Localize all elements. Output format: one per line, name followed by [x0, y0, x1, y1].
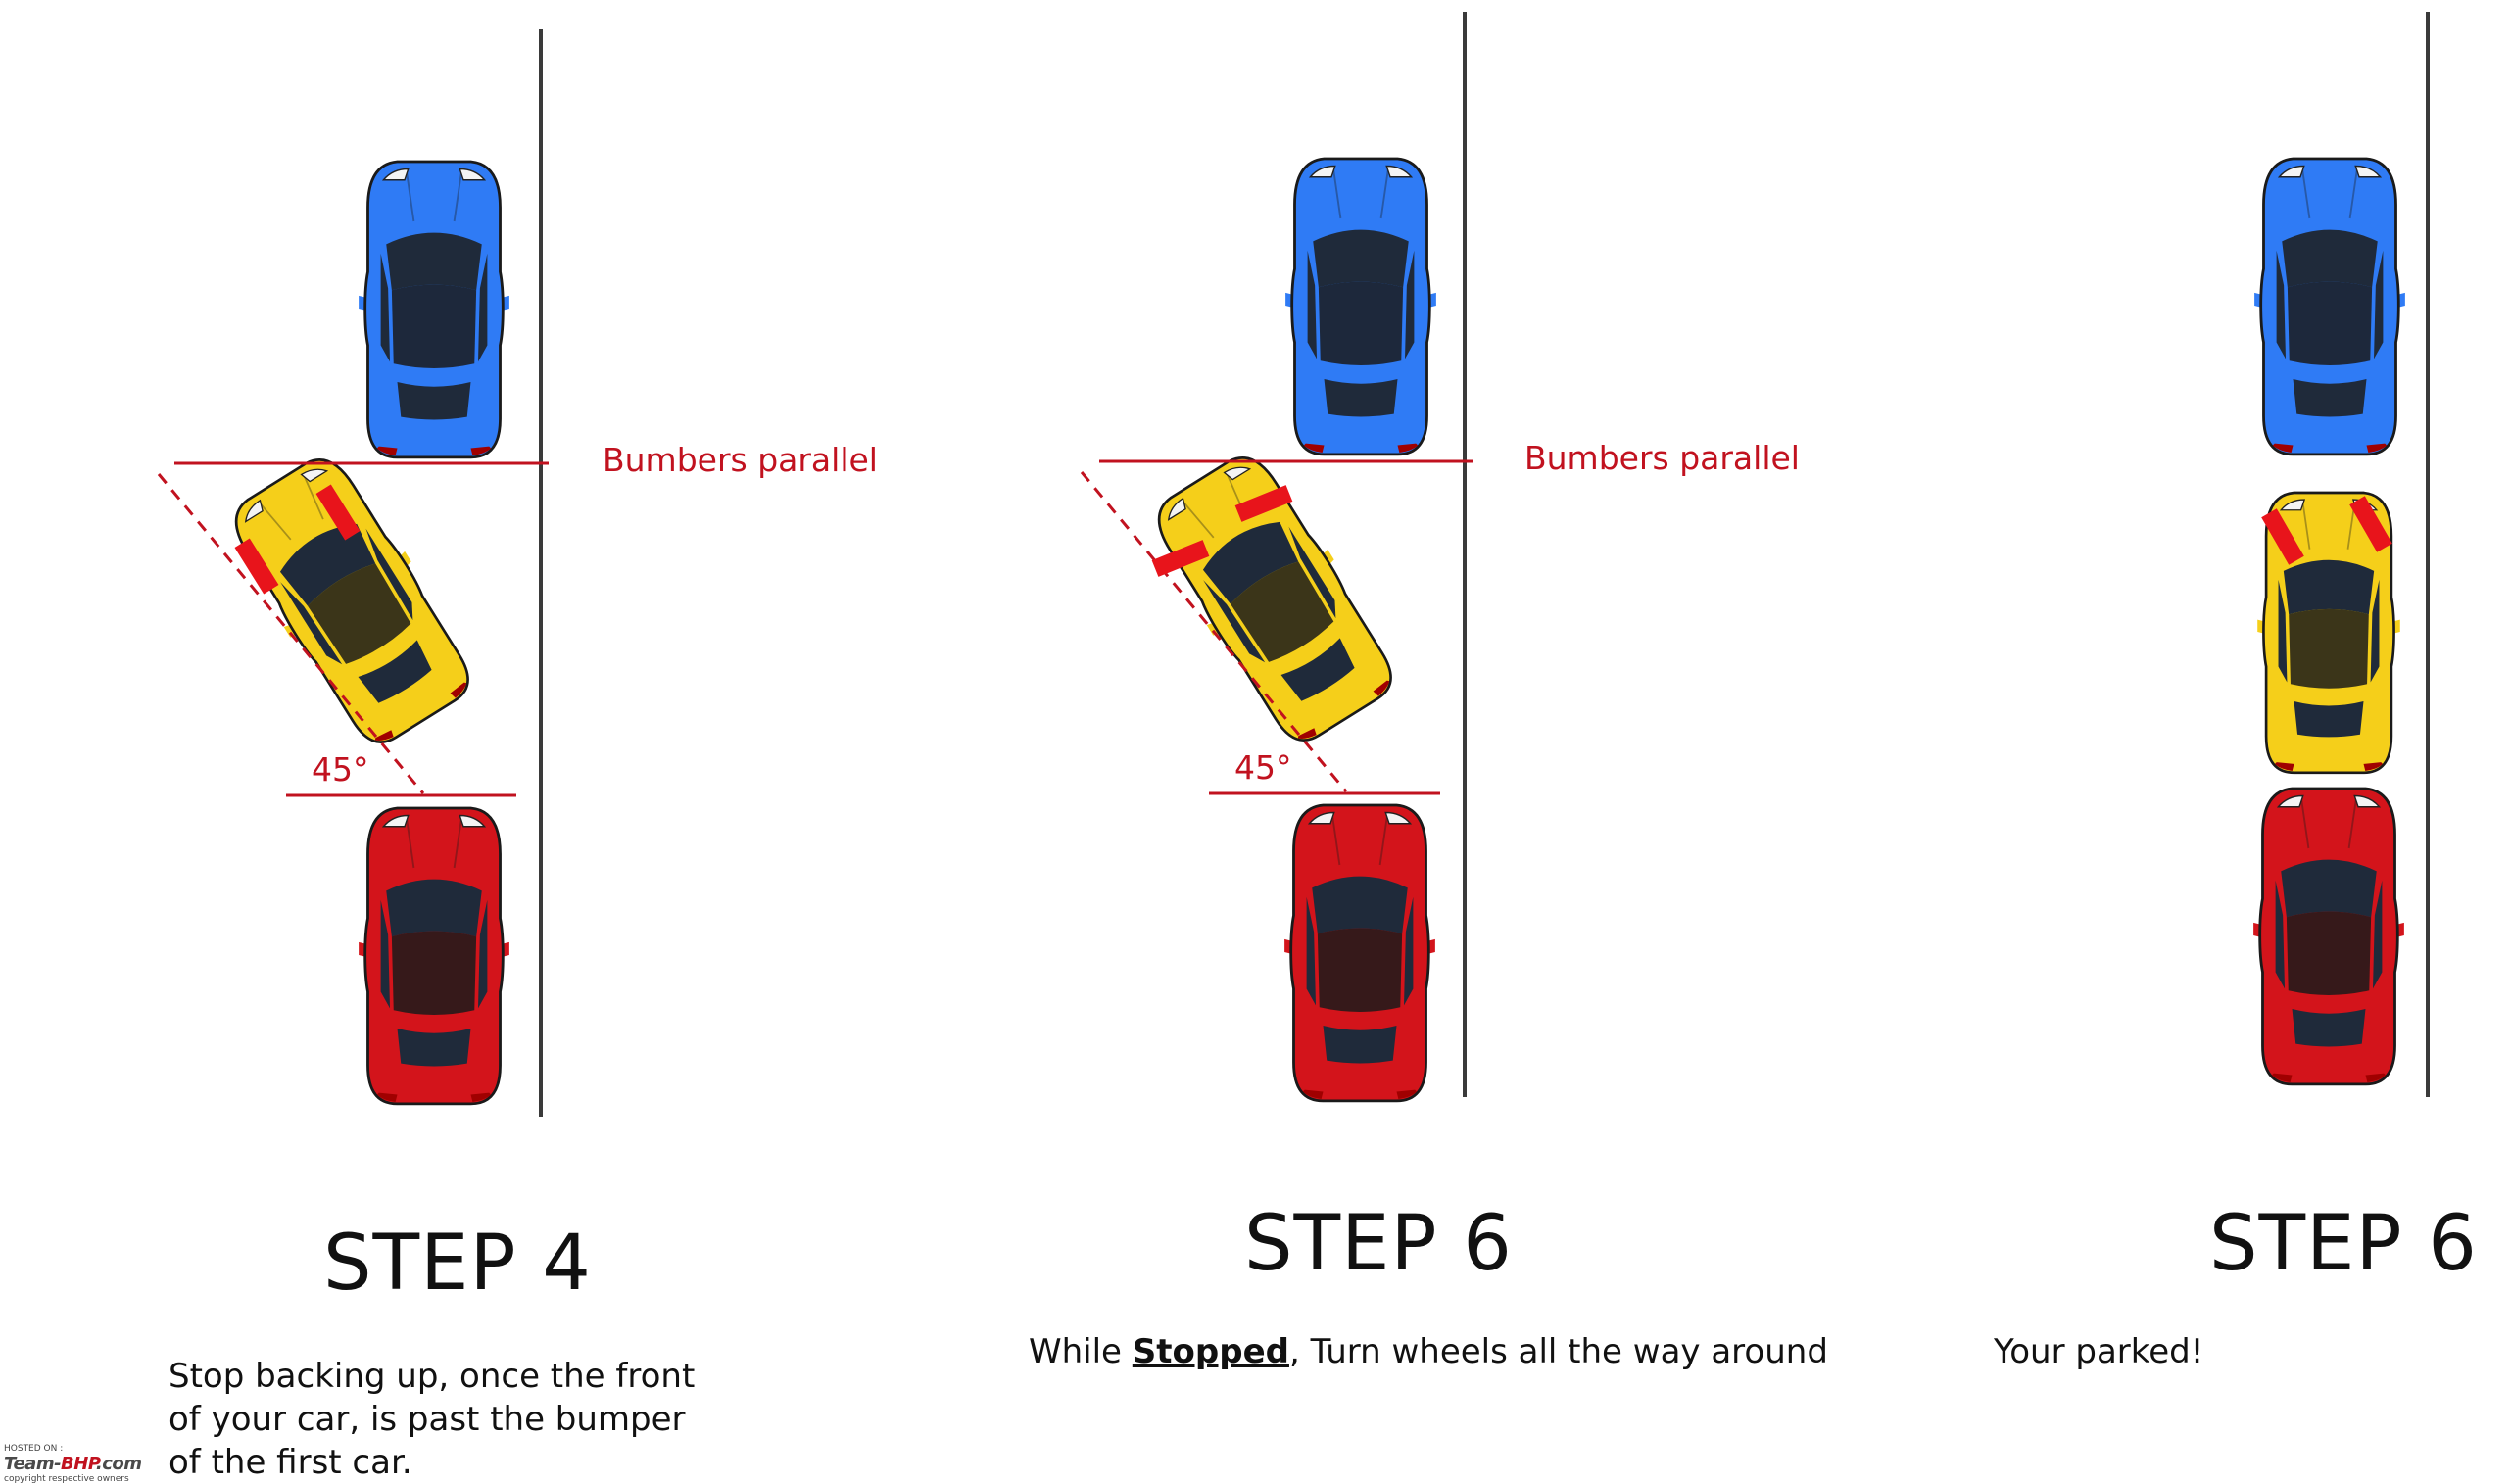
description-emphasis: Stopped [1132, 1332, 1289, 1371]
step-title: STEP 4 [323, 1220, 592, 1308]
blue-car [2252, 157, 2407, 456]
step-description: Your parked! [1994, 1332, 2204, 1371]
blue-car [357, 160, 511, 459]
watermark-copyright: copyright respective owners [4, 1474, 129, 1484]
angle-label: 45° [1234, 748, 1292, 787]
wheel-turn-marker [1234, 485, 1293, 522]
angle-guide-line [157, 473, 425, 794]
angle-label: 45° [312, 750, 369, 789]
description-suffix: , Turn wheels all the way around [1288, 1332, 1828, 1371]
hosted-watermark: HOSTED ON : Team-BHP.com copyright respe… [4, 1444, 142, 1484]
red-car [357, 806, 511, 1106]
step-description: Stop backing up, once the front of your … [169, 1357, 696, 1482]
description-prefix: While [1029, 1332, 1133, 1371]
wheel-turn-marker [315, 484, 361, 541]
wheel-turn-marker [234, 538, 279, 595]
blue-car [1283, 157, 1438, 456]
watermark-hosted-text: HOSTED ON : [4, 1444, 64, 1454]
watermark-brand: Team-BHP.com [4, 1454, 142, 1474]
wheel-turn-marker [2261, 508, 2304, 565]
wheel-turn-marker [2349, 496, 2392, 552]
yellow-car [1137, 440, 1411, 756]
bumpers-parallel-label: Bumbers parallel [603, 441, 878, 479]
angle-guide-line [1080, 471, 1348, 792]
step-title: STEP 6 [2209, 1200, 2478, 1288]
red-car [2251, 787, 2406, 1086]
yellow-car [215, 442, 488, 758]
wheel-turn-marker [1151, 540, 1210, 577]
bumpers-parallel-label: Bumbers parallel [1524, 439, 1800, 477]
step-description: While Stopped, Turn wheels all the way a… [1029, 1330, 1828, 1373]
red-car [1282, 803, 1437, 1103]
step-title: STEP 6 [1244, 1200, 1513, 1288]
